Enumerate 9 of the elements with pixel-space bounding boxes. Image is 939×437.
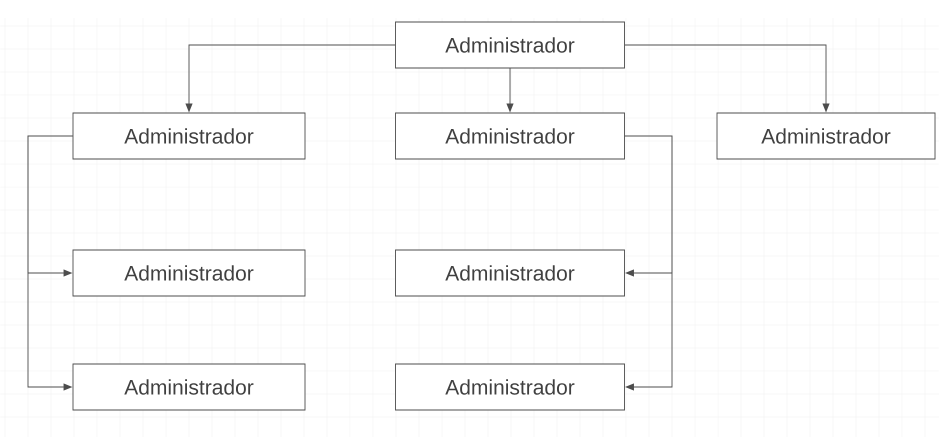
process-box: Administrador: [395, 364, 625, 410]
process-box: Administrador: [395, 112, 625, 160]
process-box: Administrador: [72, 364, 306, 410]
process-box: Administrador: [72, 112, 306, 160]
process-box: Administrador: [72, 250, 306, 296]
arrow: [624, 136, 672, 391]
process-box: Administrador: [395, 22, 625, 68]
process-box: Administrador: [716, 112, 936, 160]
process-box: Administrador: [395, 250, 625, 296]
